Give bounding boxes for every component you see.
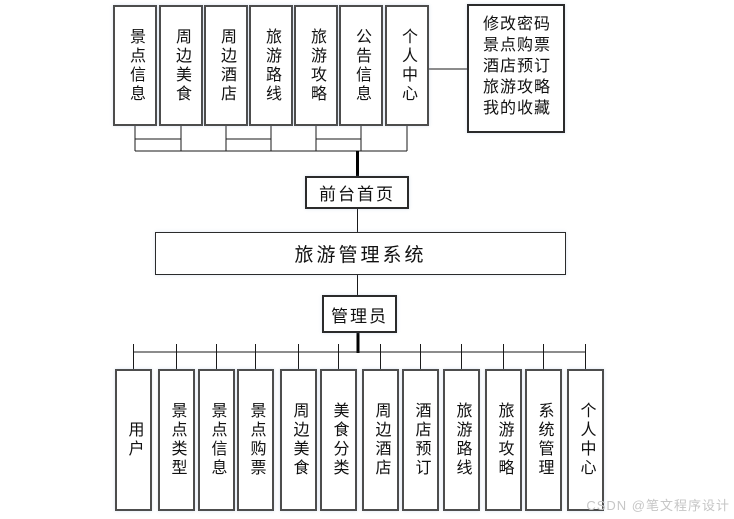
front-module-label: 个人中心 xyxy=(399,27,416,104)
admin-module-system-manage: 系统管理 xyxy=(525,369,562,511)
admin-module-label: 个人中心 xyxy=(577,402,595,478)
front-module-nearby-hotel: 周边酒店 xyxy=(204,5,248,126)
admin-module-user: 用户 xyxy=(115,369,152,511)
personal-center-detail-box: 修改密码 景点购票 酒店预订 旅游攻略 我的收藏 xyxy=(467,4,565,133)
front-module-scenic-info: 景点信息 xyxy=(113,5,157,126)
front-home-box: 前台首页 xyxy=(305,176,409,209)
admin-label: 管理员 xyxy=(331,306,388,326)
admin-module-label: 美食分类 xyxy=(330,402,348,478)
admin-module-scenic-type: 景点类型 xyxy=(158,369,195,511)
csdn-watermark: CSDN @笔文程序设计 xyxy=(586,498,730,513)
admin-module-scenic-ticket: 景点购票 xyxy=(237,369,274,511)
admin-module-travel-route: 旅游路线 xyxy=(443,369,480,511)
admin-module-scenic-info: 景点信息 xyxy=(198,369,235,511)
front-module-label: 周边酒店 xyxy=(218,27,235,104)
front-module-label: 景点信息 xyxy=(127,27,144,104)
admin-module-label: 旅游路线 xyxy=(453,402,471,478)
front-home-label: 前台首页 xyxy=(319,185,395,204)
system-title-box: 旅游管理系统 xyxy=(155,232,566,275)
admin-box: 管理员 xyxy=(322,295,397,333)
admin-module-nearby-hotel: 周边酒店 xyxy=(362,369,399,511)
front-module-label: 旅游路线 xyxy=(263,27,280,104)
admin-module-label: 旅游攻略 xyxy=(495,402,513,478)
front-module-travel-route: 旅游路线 xyxy=(249,5,293,126)
front-module-travel-guide: 旅游攻略 xyxy=(294,5,338,126)
admin-module-label: 周边美食 xyxy=(290,402,308,478)
admin-module-label: 景点购票 xyxy=(247,402,265,478)
admin-module-personal-center: 个人中心 xyxy=(567,369,604,511)
admin-module-label: 景点类型 xyxy=(168,402,186,478)
personal-center-detail-list: 修改密码 景点购票 酒店预订 旅游攻略 我的收藏 xyxy=(483,16,552,117)
admin-module-label: 酒店预订 xyxy=(412,402,430,478)
admin-module-label: 系统管理 xyxy=(535,402,553,478)
front-module-label: 周边美食 xyxy=(173,27,190,104)
front-module-label: 公告信息 xyxy=(353,27,370,104)
front-module-label: 旅游攻略 xyxy=(308,27,325,104)
admin-module-label: 周边酒店 xyxy=(372,402,390,478)
admin-module-food-category: 美食分类 xyxy=(320,369,357,511)
system-title: 旅游管理系统 xyxy=(294,245,427,266)
front-module-nearby-food: 周边美食 xyxy=(159,5,203,126)
front-module-personal-center: 个人中心 xyxy=(385,5,429,126)
admin-module-travel-guide: 旅游攻略 xyxy=(485,369,522,511)
admin-module-label: 用户 xyxy=(125,421,143,459)
front-module-announcement: 公告信息 xyxy=(339,5,383,126)
admin-module-hotel-booking: 酒店预订 xyxy=(402,369,439,511)
admin-module-label: 景点信息 xyxy=(208,402,226,478)
admin-module-nearby-food: 周边美食 xyxy=(280,369,317,511)
